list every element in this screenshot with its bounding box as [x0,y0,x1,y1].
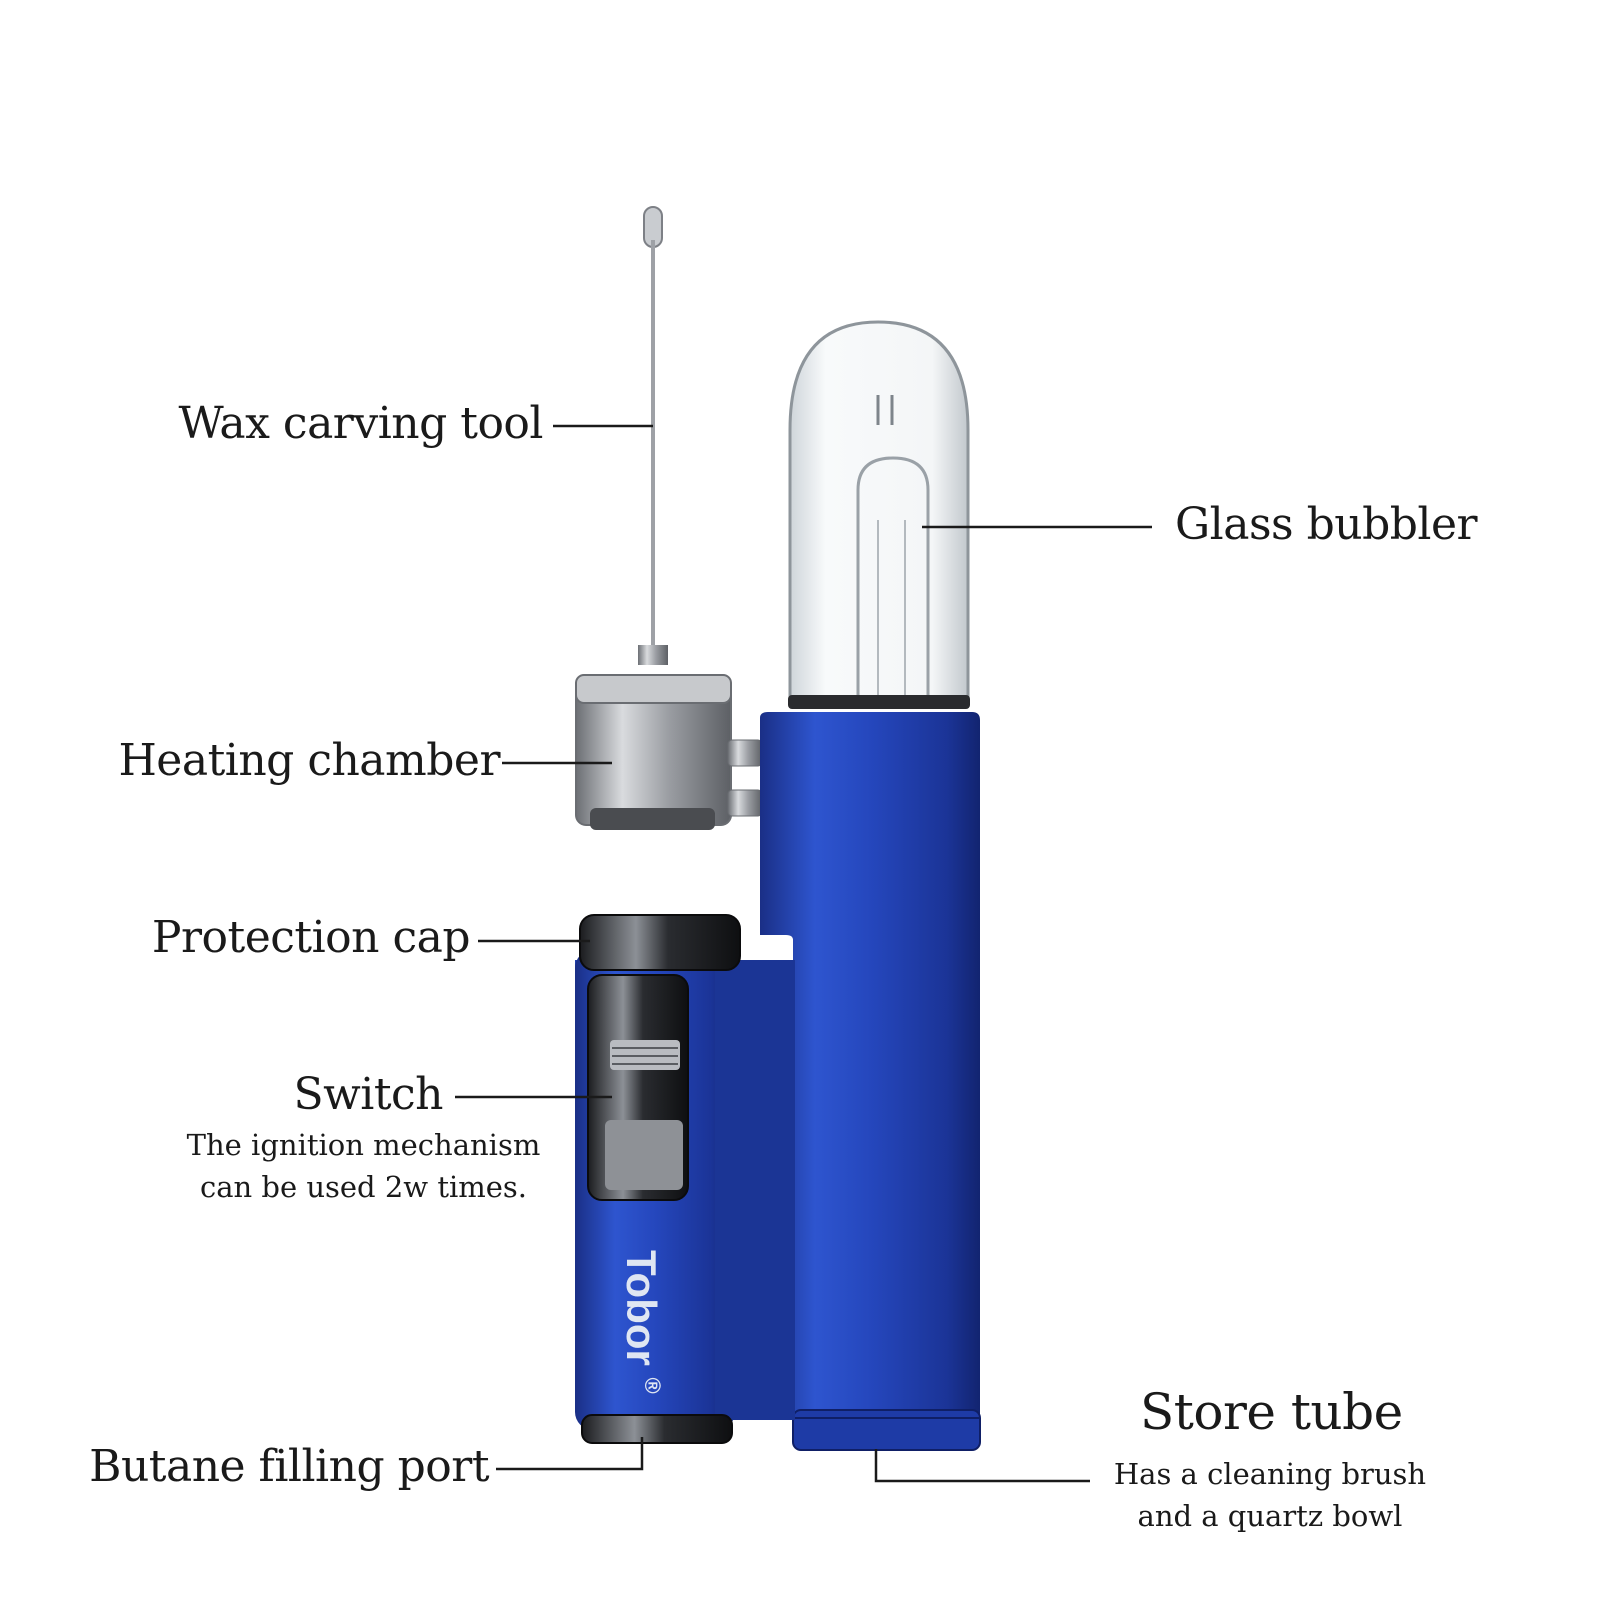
label-switch: Switch [293,1069,443,1120]
store-tube-body [760,712,981,1451]
label-glass-bubbler: Glass bubbler [1175,499,1478,550]
brand-name: Tobor [618,1250,665,1366]
store-tube-note-line2: and a quartz bowl [1137,1499,1403,1533]
brand-mark: ® [640,1377,665,1394]
label-wax-carving-tool: Wax carving tool [178,398,544,449]
lighter-body [575,914,795,1444]
glass-bubbler [788,320,970,709]
label-protection-cap: Protection cap [151,912,471,963]
label-heating-chamber: Heating chamber [118,735,500,786]
switch-note-line1: The ignition mechanism [186,1128,541,1162]
leader-lines [455,424,1152,1483]
heating-chamber [575,674,763,830]
label-butane-filling-port: Butane filling port [89,1441,489,1492]
switch-note-line2: can be used 2w times. [199,1170,528,1204]
label-store-tube: Store tube [1140,1383,1403,1441]
brand-logo: Tobor ® [617,1250,665,1394]
store-tube-note-line1: Has a cleaning brush [1113,1457,1427,1491]
wax-carving-tool [638,206,668,665]
